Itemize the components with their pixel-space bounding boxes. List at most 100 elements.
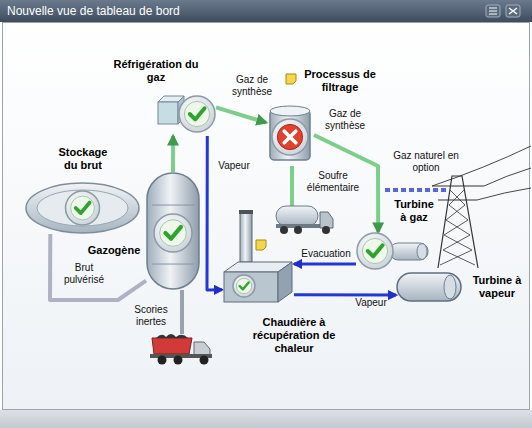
equipment-icon bbox=[224, 262, 292, 302]
steam-turbine-body bbox=[397, 273, 461, 301]
equipment-node: Chaudière à récupération de chaleur bbox=[222, 258, 294, 304]
status-core bbox=[71, 196, 95, 220]
status-core bbox=[362, 238, 387, 263]
wheel bbox=[158, 356, 167, 365]
flow-label: Gaz de synthèse bbox=[224, 74, 280, 98]
equipment-icon bbox=[26, 183, 139, 233]
boiler-side bbox=[278, 262, 292, 302]
flow-label: Vapeur bbox=[348, 297, 394, 309]
process-pipe bbox=[294, 293, 396, 296]
status-ring bbox=[154, 214, 192, 252]
status-core bbox=[277, 124, 302, 149]
close-icon bbox=[506, 5, 520, 17]
status-ring bbox=[357, 233, 393, 269]
ok-check bbox=[368, 245, 383, 256]
turbine-end bbox=[417, 244, 427, 260]
equipment-node: Processus de filtrage bbox=[266, 104, 314, 166]
cooler-box bbox=[158, 102, 178, 124]
error-cross bbox=[284, 131, 296, 143]
ok-check bbox=[190, 108, 205, 119]
flow-label: Vapeur bbox=[212, 160, 256, 172]
natural-gas-pipe bbox=[382, 188, 446, 192]
equipment-shape bbox=[222, 258, 294, 304]
equipment-node: Réfrigération du gaz bbox=[158, 92, 216, 136]
pylon-lattice bbox=[440, 190, 475, 265]
equipment-heading: Chaudière à récupération de chaleur bbox=[238, 316, 350, 355]
ok-check bbox=[76, 203, 90, 214]
wheel bbox=[200, 356, 209, 365]
equipment-icon bbox=[147, 173, 199, 289]
menu-icon bbox=[486, 5, 500, 17]
note-icon bbox=[286, 74, 296, 84]
pylon-legs bbox=[438, 176, 478, 268]
wheel bbox=[322, 226, 330, 234]
equipment-node: Gazogène bbox=[146, 172, 200, 290]
chimney bbox=[240, 212, 252, 262]
wheel bbox=[280, 226, 288, 234]
equipment-icon bbox=[270, 106, 310, 160]
equipment-shape bbox=[146, 172, 200, 290]
steam-turbine-end bbox=[444, 275, 456, 299]
equipment-heading: Gazogène bbox=[84, 244, 144, 257]
equipment-shape bbox=[25, 182, 140, 234]
equipment-node: Turbine à gaz bbox=[356, 232, 430, 270]
equipment-shape bbox=[396, 272, 462, 302]
equipment-heading: Réfrigération du gaz bbox=[106, 58, 206, 84]
status-ring bbox=[233, 275, 255, 297]
status-ring bbox=[272, 119, 308, 155]
wheel bbox=[174, 356, 183, 365]
equipment-node: Turbine à vapeur bbox=[396, 272, 462, 302]
equipment-icon bbox=[357, 233, 428, 269]
process-pipe bbox=[50, 234, 146, 300]
equipment-icon bbox=[397, 273, 461, 301]
note-icon bbox=[256, 240, 266, 250]
stream-label: Soufre élémentaire bbox=[300, 170, 366, 194]
process-pipe bbox=[207, 136, 222, 290]
equipment-heading: Stockage du brut bbox=[52, 146, 114, 172]
gasifier-vessel bbox=[147, 173, 199, 289]
slag-chute bbox=[180, 290, 184, 334]
storage-outline bbox=[26, 183, 139, 233]
flow-label: Gaz de synthèse bbox=[318, 108, 372, 132]
flow-label: Brut pulvérisé bbox=[56, 262, 112, 286]
dump-body bbox=[152, 338, 192, 354]
ok-check bbox=[165, 227, 181, 239]
status-bar bbox=[0, 410, 532, 428]
status-ring bbox=[179, 96, 215, 132]
sulphur-pipe bbox=[290, 166, 294, 206]
close-icon-cross bbox=[509, 8, 517, 14]
process-pipe bbox=[171, 136, 175, 172]
window-title: Nouvelle vue de tableau de bord bbox=[7, 0, 180, 22]
sulphur-truck bbox=[276, 206, 333, 234]
slag-load bbox=[156, 334, 188, 338]
equipment-heading: Processus de filtrage bbox=[298, 68, 382, 94]
filter-top bbox=[270, 106, 310, 116]
filter-cylinder bbox=[270, 110, 310, 160]
vessel-bands bbox=[152, 205, 194, 264]
storage-inner bbox=[37, 190, 128, 226]
boiler-front bbox=[224, 272, 278, 302]
stream-label: Scories inertes bbox=[124, 304, 178, 328]
status-core bbox=[184, 101, 209, 126]
flow-label: Evacuation bbox=[297, 248, 355, 260]
ok-check bbox=[240, 282, 249, 289]
status-core bbox=[160, 220, 187, 247]
equipment-shape bbox=[266, 104, 314, 166]
process-pipe bbox=[294, 262, 356, 265]
equipment-shape bbox=[356, 232, 430, 270]
menu-icon-lines bbox=[489, 8, 497, 14]
wheel bbox=[294, 226, 302, 234]
stream-label: Gaz naturel en option bbox=[392, 150, 460, 174]
equipment-shape bbox=[158, 92, 216, 136]
cab bbox=[320, 212, 333, 228]
status-core bbox=[236, 278, 251, 293]
slag-truck bbox=[150, 334, 212, 365]
equipment-node: Stockage du brut bbox=[25, 182, 140, 234]
title-bar: Nouvelle vue de tableau de bord bbox=[0, 0, 532, 22]
status-ring bbox=[66, 191, 100, 225]
equipment-heading: Turbine à vapeur bbox=[466, 274, 528, 300]
tank bbox=[276, 206, 318, 226]
chimney-top bbox=[239, 210, 253, 214]
equipment-icon bbox=[158, 96, 215, 132]
